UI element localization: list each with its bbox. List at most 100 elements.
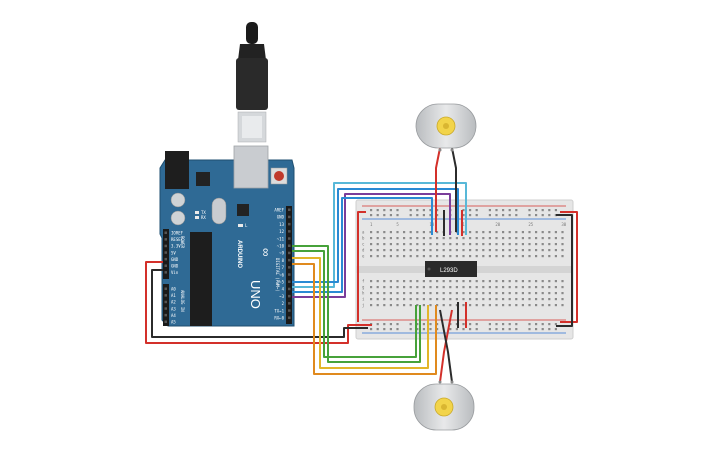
terminal-hole[interactable] bbox=[389, 280, 392, 283]
rail-hole[interactable] bbox=[416, 328, 419, 331]
terminal-hole[interactable] bbox=[462, 231, 465, 234]
terminal-hole[interactable] bbox=[488, 280, 491, 283]
digital-pin[interactable] bbox=[288, 309, 291, 312]
rail-hole[interactable] bbox=[462, 209, 465, 212]
terminal-hole[interactable] bbox=[462, 280, 465, 283]
rail-hole[interactable] bbox=[535, 323, 538, 326]
terminal-hole[interactable] bbox=[495, 286, 498, 289]
rail-hole[interactable] bbox=[548, 214, 551, 217]
terminal-hole[interactable] bbox=[383, 243, 386, 246]
rail-hole[interactable] bbox=[502, 328, 505, 331]
digital-pin[interactable] bbox=[288, 230, 291, 233]
terminal-hole[interactable] bbox=[422, 255, 425, 258]
terminal-hole[interactable] bbox=[462, 249, 465, 252]
rail-hole[interactable] bbox=[535, 209, 538, 212]
terminal-hole[interactable] bbox=[403, 304, 406, 307]
rail-hole[interactable] bbox=[502, 323, 505, 326]
terminal-hole[interactable] bbox=[528, 255, 531, 258]
terminal-hole[interactable] bbox=[554, 237, 557, 240]
wire-motor1-black[interactable] bbox=[451, 147, 457, 232]
analog-pin[interactable] bbox=[164, 287, 168, 291]
wire-rail-red-left[interactable] bbox=[357, 211, 366, 322]
terminal-hole[interactable] bbox=[495, 292, 498, 295]
terminal-hole[interactable] bbox=[541, 249, 544, 252]
terminal-hole[interactable] bbox=[482, 304, 485, 307]
rail-hole[interactable] bbox=[469, 323, 472, 326]
terminal-hole[interactable] bbox=[389, 249, 392, 252]
terminal-hole[interactable] bbox=[528, 292, 531, 295]
terminal-hole[interactable] bbox=[554, 255, 557, 258]
digital-pin[interactable] bbox=[288, 273, 291, 276]
terminal-hole[interactable] bbox=[383, 231, 386, 234]
terminal-hole[interactable] bbox=[396, 249, 399, 252]
terminal-hole[interactable] bbox=[508, 243, 511, 246]
rail-hole[interactable] bbox=[495, 323, 498, 326]
terminal-hole[interactable] bbox=[429, 304, 432, 307]
terminal-hole[interactable] bbox=[508, 304, 511, 307]
terminal-hole[interactable] bbox=[389, 298, 392, 301]
terminal-hole[interactable] bbox=[436, 243, 439, 246]
rail-hole[interactable] bbox=[528, 323, 531, 326]
terminal-hole[interactable] bbox=[475, 286, 478, 289]
rail-hole[interactable] bbox=[416, 323, 419, 326]
rail-hole[interactable] bbox=[508, 214, 511, 217]
rail-hole[interactable] bbox=[376, 328, 379, 331]
terminal-hole[interactable] bbox=[515, 280, 518, 283]
terminal-hole[interactable] bbox=[515, 237, 518, 240]
wire-motor1-red[interactable] bbox=[435, 147, 441, 232]
rail-hole[interactable] bbox=[502, 209, 505, 212]
terminal-hole[interactable] bbox=[376, 231, 379, 234]
terminal-hole[interactable] bbox=[554, 292, 557, 295]
wire-pin6-orange[interactable] bbox=[292, 263, 437, 375]
terminal-hole[interactable] bbox=[475, 280, 478, 283]
terminal-hole[interactable] bbox=[416, 298, 419, 301]
terminal-hole[interactable] bbox=[561, 298, 564, 301]
rail-hole[interactable] bbox=[554, 323, 557, 326]
rail-hole[interactable] bbox=[508, 328, 511, 331]
terminal-hole[interactable] bbox=[462, 255, 465, 258]
wire-gnd-black[interactable] bbox=[151, 269, 368, 338]
rail-hole[interactable] bbox=[495, 214, 498, 217]
terminal-hole[interactable] bbox=[442, 243, 445, 246]
terminal-hole[interactable] bbox=[502, 255, 505, 258]
terminal-hole[interactable] bbox=[455, 255, 458, 258]
terminal-hole[interactable] bbox=[422, 292, 425, 295]
terminal-hole[interactable] bbox=[541, 237, 544, 240]
power-pin[interactable] bbox=[164, 257, 168, 261]
rail-hole[interactable] bbox=[436, 214, 439, 217]
wire-5v-red[interactable] bbox=[145, 261, 372, 344]
terminal-hole[interactable] bbox=[436, 255, 439, 258]
terminal-hole[interactable] bbox=[475, 304, 478, 307]
terminal-hole[interactable] bbox=[376, 249, 379, 252]
terminal-hole[interactable] bbox=[521, 255, 524, 258]
digital-pin[interactable] bbox=[288, 287, 291, 291]
usb-cable[interactable] bbox=[236, 22, 268, 143]
terminal-hole[interactable] bbox=[488, 249, 491, 252]
rail-hole[interactable] bbox=[409, 328, 412, 331]
terminal-hole[interactable] bbox=[455, 286, 458, 289]
terminal-hole[interactable] bbox=[535, 298, 538, 301]
rail-hole[interactable] bbox=[416, 214, 419, 217]
rail-hole[interactable] bbox=[548, 323, 551, 326]
terminal-hole[interactable] bbox=[528, 237, 531, 240]
terminal-hole[interactable] bbox=[495, 304, 498, 307]
terminal-hole[interactable] bbox=[521, 280, 524, 283]
terminal-hole[interactable] bbox=[508, 298, 511, 301]
terminal-hole[interactable] bbox=[442, 304, 445, 307]
terminal-hole[interactable] bbox=[416, 237, 419, 240]
terminal-hole[interactable] bbox=[409, 249, 412, 252]
rail-hole[interactable] bbox=[535, 328, 538, 331]
terminal-hole[interactable] bbox=[482, 292, 485, 295]
terminal-hole[interactable] bbox=[548, 298, 551, 301]
terminal-hole[interactable] bbox=[389, 292, 392, 295]
terminal-hole[interactable] bbox=[449, 292, 452, 295]
rail-hole[interactable] bbox=[515, 214, 518, 217]
terminal-hole[interactable] bbox=[508, 255, 511, 258]
terminal-hole[interactable] bbox=[389, 286, 392, 289]
rail-hole[interactable] bbox=[376, 323, 379, 326]
power-pin[interactable] bbox=[164, 238, 168, 241]
digital-pin[interactable] bbox=[288, 266, 291, 269]
wire-pin12-blue[interactable] bbox=[292, 188, 459, 283]
terminal-hole[interactable] bbox=[383, 280, 386, 283]
dc-motor-bottom[interactable] bbox=[413, 380, 475, 431]
